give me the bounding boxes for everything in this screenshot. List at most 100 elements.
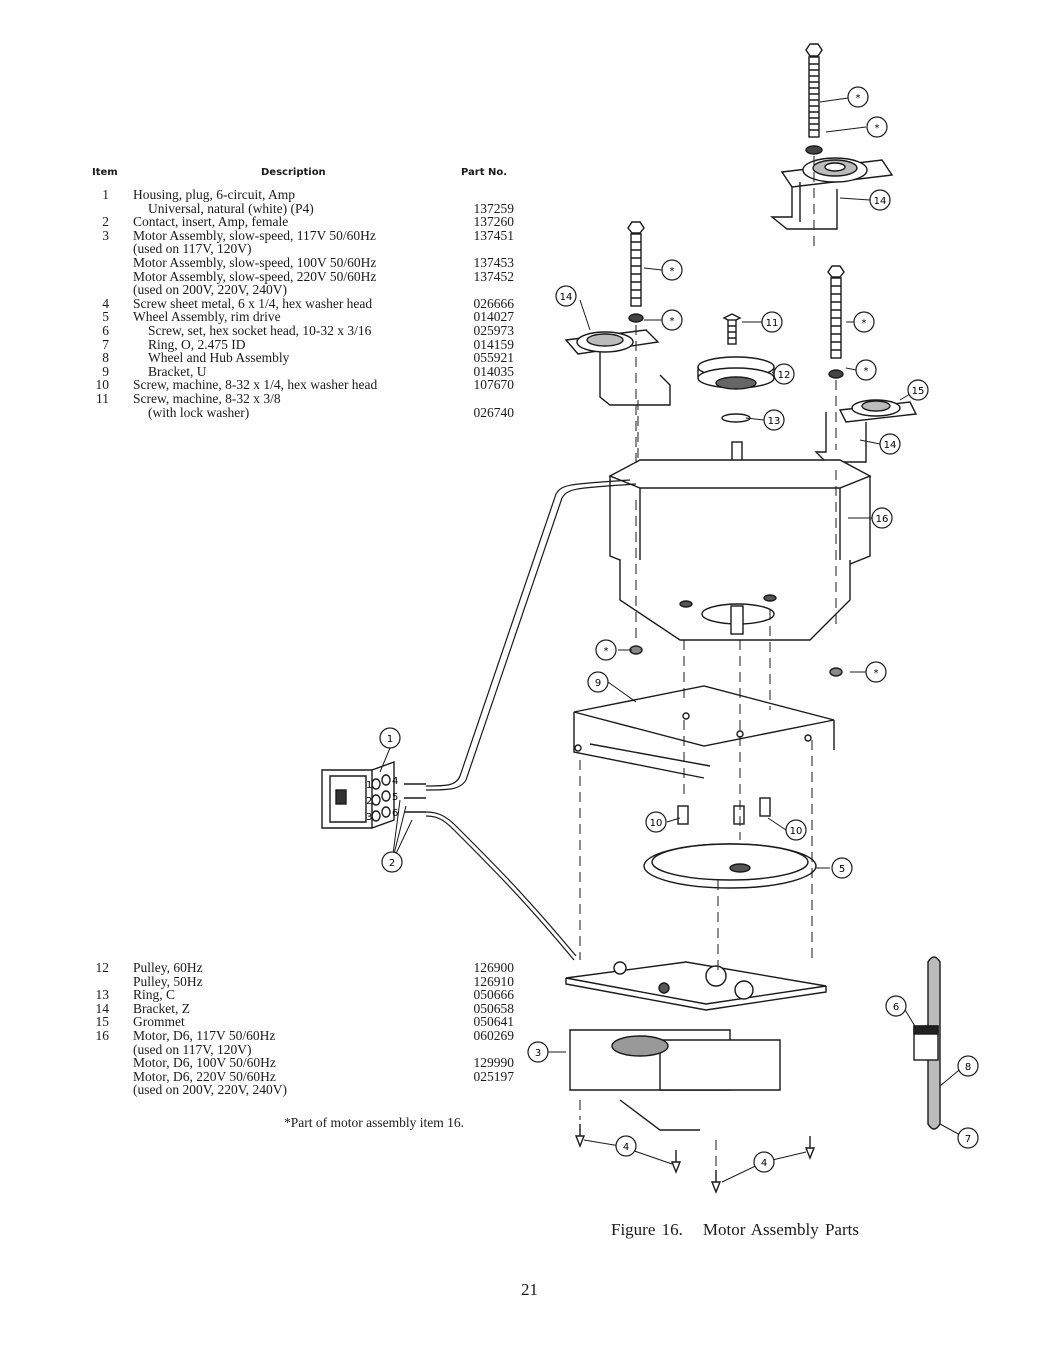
callout-15: 15 — [907, 379, 929, 401]
callout-12: 12 — [773, 363, 795, 385]
item-description: Motor Assembly, slow-speed, 100V 50/60Hz — [133, 254, 377, 270]
part-number: 126910 — [473, 973, 515, 989]
svg-text:8: 8 — [965, 1062, 971, 1073]
svg-text:12: 12 — [778, 370, 791, 381]
svg-text:16: 16 — [876, 514, 889, 525]
callout-9: 9 — [587, 671, 609, 693]
part-number: 025973 — [473, 322, 515, 338]
item-number: 10 — [95, 377, 110, 393]
svg-text:6: 6 — [893, 1002, 899, 1013]
callout-asterisk-6: * — [855, 359, 877, 381]
callout-2: 2 — [381, 851, 403, 873]
wheel-hub-side-view — [913, 956, 941, 1130]
part-number: 014027 — [473, 309, 515, 325]
svg-text:*: * — [856, 93, 861, 104]
svg-text:15: 15 — [912, 386, 925, 397]
motor-16 — [608, 441, 872, 641]
contacts-2 — [404, 783, 426, 813]
callout-7: 7 — [957, 1127, 979, 1149]
item-number: 13 — [95, 987, 110, 1003]
svg-text:4: 4 — [761, 1158, 767, 1169]
svg-text:14: 14 — [884, 440, 897, 451]
description-column-header: Description — [261, 167, 326, 178]
svg-text:*: * — [864, 366, 869, 377]
pulley-12 — [697, 356, 775, 390]
item-number: 12 — [95, 960, 110, 975]
wheel-assembly-5 — [643, 843, 817, 889]
item-number: 6 — [102, 322, 109, 338]
item-description: Bracket, Z — [133, 1000, 190, 1016]
table-row: Universal, natural (white) (P4)137259 — [92, 200, 515, 216]
svg-text:1: 1 — [387, 734, 393, 745]
callout-4-left: 4 — [615, 1135, 637, 1157]
item-number: 14 — [95, 1000, 110, 1016]
part-number: 014035 — [473, 363, 515, 379]
item-description: Ring, O, 2.475 ID — [148, 336, 246, 352]
svg-text:14: 14 — [560, 292, 573, 303]
table-row: (used on 200V, 220V, 240V) — [92, 283, 514, 297]
part-number: 025197 — [473, 1068, 515, 1084]
pin-1-label: 1 — [366, 780, 372, 791]
part-number: 137452 — [473, 268, 515, 284]
part-no-column-header: Part No. — [461, 167, 508, 178]
part-number: 060269 — [473, 1027, 515, 1043]
z-bracket-upper — [770, 157, 894, 230]
long-screw-right — [827, 265, 845, 379]
item-description: Screw, set, hex socket head, 10-32 x 3/1… — [148, 322, 372, 338]
screw-11 — [722, 313, 742, 345]
callout-asterisk-8: * — [865, 661, 887, 683]
c-ring-13 — [721, 413, 751, 423]
figure-caption: Figure 16.Motor Assembly Parts — [611, 1220, 859, 1240]
pin-5-label: 5 — [392, 792, 398, 803]
part-number: 050641 — [473, 1014, 515, 1030]
item-number: 5 — [102, 309, 109, 325]
item-number: 9 — [102, 363, 109, 379]
item-description: Screw, machine, 8-32 x 1/4, hex washer h… — [133, 377, 378, 393]
part-number: 050658 — [473, 1000, 515, 1016]
callout-8: 8 — [957, 1055, 979, 1077]
svg-text:11: 11 — [766, 318, 779, 329]
item-description: Screw, machine, 8-32 x 3/8 — [133, 390, 281, 406]
z-bracket-right — [814, 399, 918, 463]
pin-4-label: 4 — [392, 776, 398, 787]
part-number: 137259 — [473, 200, 515, 216]
item-description: (with lock washer) — [148, 404, 250, 420]
item-number: 8 — [102, 350, 109, 366]
item-description: Grommet — [133, 1014, 185, 1030]
table-row: (used on 200V, 220V, 240V) — [92, 1083, 514, 1097]
part-number: 129990 — [473, 1055, 515, 1071]
callout-asterisk-4: * — [661, 309, 683, 331]
svg-text:*: * — [670, 316, 675, 327]
item-description: Ring, C — [133, 987, 176, 1003]
item-number: 3 — [102, 227, 109, 243]
table-row: (used on 117V, 120V) — [92, 242, 514, 256]
item-description: (used on 117V, 120V) — [133, 1041, 252, 1057]
callout-14-right: 14 — [879, 433, 901, 455]
part-number: 137260 — [473, 214, 515, 230]
callout-1: 1 — [379, 727, 401, 749]
plug-pin-labels: 1 2 3 4 5 6 — [366, 776, 398, 823]
callout-16: 16 — [871, 507, 893, 529]
item-number: 7 — [102, 336, 109, 352]
item-number: 15 — [95, 1014, 110, 1030]
callouts: * * 14 * 14 * 11 * 12 * 15 13 14 16 * * … — [379, 86, 979, 1173]
alignment-lines — [579, 156, 837, 1170]
svg-text:10: 10 — [790, 826, 803, 837]
pin-3-label: 3 — [366, 812, 372, 823]
callout-13: 13 — [763, 409, 785, 431]
svg-text:7: 7 — [965, 1134, 971, 1145]
item-description: Wheel and Hub Assembly — [148, 350, 290, 366]
svg-text:3: 3 — [535, 1048, 541, 1059]
svg-text:*: * — [862, 318, 867, 329]
svg-text:*: * — [670, 266, 675, 277]
